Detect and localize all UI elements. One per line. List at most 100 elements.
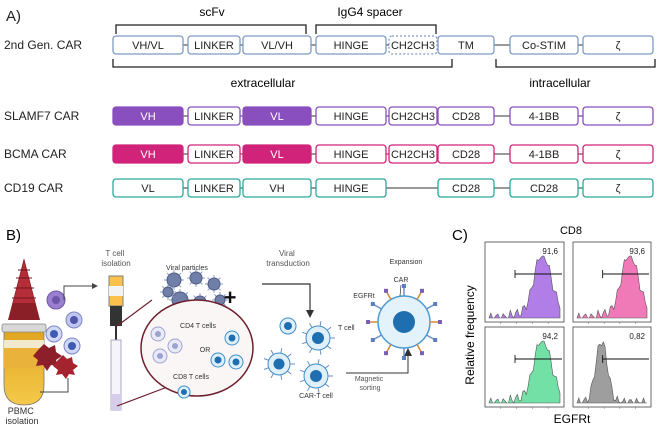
construct-segment [582,35,654,55]
segment-label: ζ [616,149,621,161]
car-spike [317,387,320,393]
magnetic-line-2: sorting [359,385,380,392]
virus-icon [187,269,205,287]
car-spike [280,374,283,380]
receptor-tip [433,338,438,342]
construct-segment [242,106,312,126]
histogram-fill [488,255,561,319]
construct-segment [242,178,312,198]
construct-segment [112,35,184,55]
car-pointer [399,284,402,297]
car-spike [324,383,330,388]
receptor-tip [402,356,406,360]
segment-label: CD28 [452,111,480,123]
receptor-tip [420,351,424,356]
segment-label: CH2CH3 [391,111,435,123]
arrowhead-3 [404,348,412,356]
egfrt-label: EGFRt [353,293,374,300]
tcell-iso-line-2: isolation [101,259,130,268]
construct-segment [112,106,184,126]
construct-segment [437,35,495,55]
cd4-label: CD4 T cells [180,323,216,330]
arrow-pbmc-up [40,378,69,393]
pbmc-tube-icon [1,323,47,406]
car-spike [307,386,311,391]
construct-segment [315,178,387,198]
tcell-isolation-label: T cell isolation [101,249,130,268]
scfv-bracket [115,24,307,34]
expansion-label: Expansion [390,259,423,266]
construct-segment [582,178,654,198]
intracellular-label: intracellular [529,76,590,90]
segment-label: VH [269,183,284,195]
magnetic-line-1: Magnetic [355,376,384,383]
car-spike [324,364,330,369]
segment-label: LINKER [194,40,234,52]
car-spike [270,349,274,355]
segment-label: CD28 [452,149,480,161]
segment-label: CH2CH3 [391,40,435,52]
car-spike [317,359,320,365]
construct-segment [509,106,579,126]
construct-segment [187,106,241,126]
construct-segment [315,106,387,126]
construct-segment [388,106,438,126]
pbmc-line-2: isolation [5,416,38,426]
histogram-fill [576,341,647,404]
histogram-panel: 91,6 [484,241,565,324]
segment-label: LINKER [194,111,234,123]
construct-segment [509,178,579,198]
tcell-label: T cell [338,325,355,332]
x-axis-title: EGFRt [554,412,591,426]
segment-label: 4-1BB [529,149,560,161]
intracellular-bracket [495,59,656,68]
segment-label: VL [141,183,154,195]
car-spike [263,358,269,361]
construct-segment [315,35,387,55]
segment-label: ζ [616,111,621,123]
extracellular-bracket [112,59,453,68]
construct-segment [388,35,438,55]
segment-label: LINKER [194,149,234,161]
t-cells-in-zoom [150,326,244,399]
gate-percentage: 91,6 [542,247,558,256]
segment-label: CH2CH3 [391,149,435,161]
zoom-circle [140,299,254,397]
panel-b-label: B) [6,227,21,244]
construct-name: BCMA CAR [4,147,67,161]
construct-segment [112,178,184,198]
arrowhead-2 [306,310,314,318]
histogram-fill [576,255,648,319]
car-spike [299,369,305,373]
car-spike [287,353,292,358]
segment-label: VH [140,149,155,161]
expansion-car-t-cell [366,284,442,360]
segment-label: ζ [616,183,621,195]
panel-c-label: C) [452,227,468,244]
viral-trans-line-1: Viral [279,249,295,258]
construct-name: 2nd Gen. CAR [4,38,82,52]
segment-label: HINGE [334,183,369,195]
construct-segment [242,144,312,164]
segment-label: VL [270,149,283,161]
car-label: CAR [394,277,409,284]
receptor-tip [438,320,442,324]
isolation-column-icon [108,275,124,411]
receptor-tip [370,338,375,342]
car-spike [309,348,313,353]
tcell-iso-line-1: T cell [105,249,124,258]
viral-particles-label: Viral particles [166,265,208,272]
histogram-fill [488,340,561,404]
construct-segment [187,144,241,164]
construct-segment [509,144,579,164]
igg4-label: IgG4 spacer [337,5,402,19]
segment-label: 4-1BB [529,111,560,123]
scfv-label: scFv [199,5,224,19]
receptor-tip [384,351,388,356]
magnetic-sorting-label: Magnetic sorting [355,376,385,392]
